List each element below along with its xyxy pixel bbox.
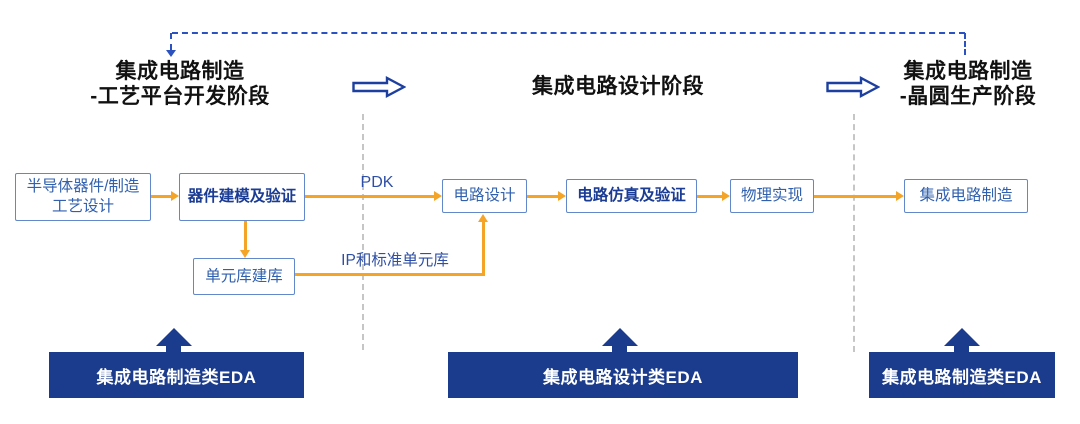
flow-box-circuit-simulation: 电路仿真及验证 xyxy=(566,179,697,213)
flow-arrowhead-up-icon xyxy=(477,214,488,222)
stage-separator-right xyxy=(853,114,855,352)
eda-up-arrow-icon xyxy=(944,328,980,346)
stage-title-process-platform: 集成电路制造 -工艺平台开发阶段 xyxy=(55,59,305,109)
feedback-dashed-line-left-vertical xyxy=(170,33,172,50)
flow-connector xyxy=(151,195,171,198)
flow-box-label: 单元库建库 xyxy=(205,267,283,285)
stage-transition-arrow-icon xyxy=(826,76,880,98)
eda-up-arrow-icon xyxy=(156,328,192,346)
stage-title-line1: 集成电路制造 xyxy=(903,60,1033,83)
flow-box-label-line2: 工艺设计 xyxy=(51,198,114,215)
flow-box-ic-manufacturing: 集成电路制造 xyxy=(904,179,1028,213)
edge-label-pdk: PDK xyxy=(360,174,394,191)
banner-design-eda: 集成电路设计类EDA xyxy=(448,352,798,398)
eda-up-arrow-stem xyxy=(954,345,969,354)
stage-transition-arrow-icon xyxy=(352,76,406,98)
flow-arrowhead-right-icon xyxy=(171,191,179,201)
flow-box-label-line1: 半导体器件/制造 xyxy=(26,178,140,195)
stage-title-line1: 集成电路设计阶段 xyxy=(532,75,704,98)
flow-connector-down xyxy=(244,221,247,251)
flow-box-label: 物理实现 xyxy=(740,187,803,204)
flow-connector xyxy=(697,195,722,198)
flow-connector-pdk xyxy=(305,195,434,198)
flow-box-label: 器件建模及验证 xyxy=(187,188,297,205)
flow-box-device-process-design: 半导体器件/制造 工艺设计 xyxy=(15,173,151,221)
flow-box-device-modeling: 器件建模及验证 xyxy=(179,173,305,221)
stage-title-line1: 集成电路制造 xyxy=(115,60,245,83)
flow-arrowhead-right-icon xyxy=(434,191,442,201)
stage-separator-left xyxy=(362,114,364,350)
flow-arrowhead-down-icon xyxy=(239,250,250,258)
eda-up-arrow-stem xyxy=(612,345,627,354)
flow-connector xyxy=(814,195,896,198)
flow-arrowhead-right-icon xyxy=(896,191,904,201)
feedback-dashed-line-horizontal xyxy=(172,32,965,34)
flow-box-circuit-design: 电路设计 xyxy=(442,179,527,213)
stage-title-wafer-production: 集成电路制造 -晶圆生产阶段 xyxy=(878,59,1058,109)
flow-connector-ip xyxy=(295,273,485,276)
flow-arrowhead-right-icon xyxy=(722,191,730,201)
edge-label-ip-std-cell: IP和标准单元库 xyxy=(341,252,449,269)
banner-manufacturing-eda-right: 集成电路制造类EDA xyxy=(869,352,1055,398)
banner-manufacturing-eda-left: 集成电路制造类EDA xyxy=(49,352,304,398)
flow-box-cell-library: 单元库建库 xyxy=(193,258,295,295)
stage-title-line2: -晶圆生产阶段 xyxy=(899,85,1037,108)
feedback-arrowhead-down-icon xyxy=(166,50,176,57)
stage-title-design: 集成电路设计阶段 xyxy=(478,74,758,99)
flow-connector xyxy=(527,195,558,198)
flow-box-label: 集成电路制造 xyxy=(919,187,1013,204)
eda-up-arrow-icon xyxy=(602,328,638,346)
flow-box-physical-implementation: 物理实现 xyxy=(730,179,814,213)
flow-arrowhead-right-icon xyxy=(558,191,566,201)
stage-title-line2: -工艺平台开发阶段 xyxy=(90,85,270,108)
flow-box-label: 电路仿真及验证 xyxy=(577,187,686,204)
flow-connector-up xyxy=(482,221,485,275)
flow-box-label: 电路设计 xyxy=(453,187,516,204)
eda-up-arrow-stem xyxy=(166,345,181,354)
feedback-dashed-line-right-vertical xyxy=(964,33,966,55)
